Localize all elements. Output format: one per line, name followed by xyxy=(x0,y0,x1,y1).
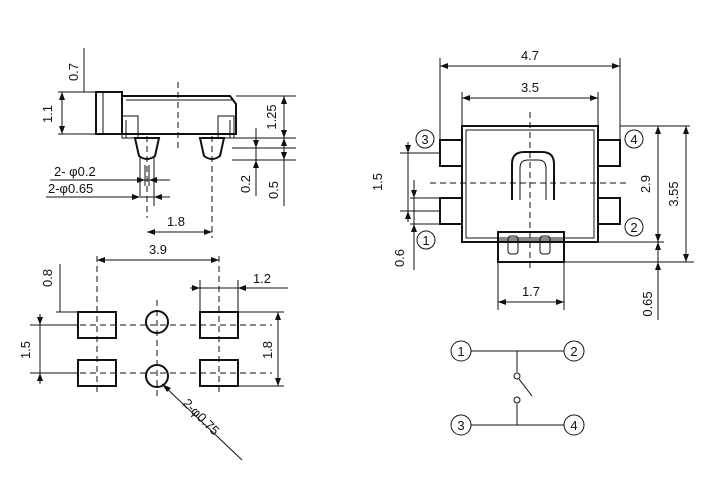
schem-pin-4: 4 xyxy=(570,418,577,433)
post-right xyxy=(198,137,226,160)
side-view: 0.7 1.1 1.25 0.2 0.5 2- φ0.2 xyxy=(40,48,296,238)
label-circle-2 xyxy=(624,217,644,237)
dim-post-dia: 2-φ0.65 xyxy=(48,181,93,196)
dim-body-width: 3.5 xyxy=(521,80,539,95)
dim-actuator-width: 1.7 xyxy=(522,284,540,299)
dim-post-len: 0.5 xyxy=(266,181,281,199)
dim-pad-pitch: 1.5 xyxy=(18,341,33,359)
switch-lever xyxy=(518,378,533,397)
pin-label-3: 3 xyxy=(421,132,428,147)
pin-3 xyxy=(439,139,463,167)
pin-4 xyxy=(597,139,621,167)
dim-pin-width: 0.6 xyxy=(392,249,407,267)
label-circle-3 xyxy=(415,129,435,149)
actuator-bottom xyxy=(497,231,565,263)
dim-pin-dia: 2- φ0.2 xyxy=(54,164,96,179)
pin-1 xyxy=(439,197,463,225)
label-circle-4 xyxy=(624,129,644,149)
switch-body-outline xyxy=(121,95,237,135)
schem-pin-2: 2 xyxy=(570,344,577,359)
pin-2 xyxy=(597,197,621,225)
actuator-u xyxy=(511,151,555,200)
top-view: 4.7 3.5 3 4 1 2 1.5 0.6 xyxy=(370,48,694,320)
dim-hole: 2-φ0.75 xyxy=(180,396,223,439)
schem-pin-3: 3 xyxy=(457,418,464,433)
dim-top: 0.7 xyxy=(66,63,81,81)
label-circle-1 xyxy=(416,230,436,250)
dim-pad-height: 1.8 xyxy=(260,341,275,359)
schem-pin-1: 1 xyxy=(457,344,464,359)
dim-pad-right-w: 1.2 xyxy=(253,271,271,286)
switch-contact-bottom xyxy=(513,396,521,404)
dim-total-height: 3.55 xyxy=(666,181,681,206)
dim-pin-pitch: 1.5 xyxy=(370,173,385,191)
dim-pad-span: 3.9 xyxy=(149,242,167,257)
switch-contact-top xyxy=(513,372,521,380)
dim-actuator-extend: 0.65 xyxy=(640,291,655,316)
actuator-cap xyxy=(95,91,123,135)
dim-gap: 0.2 xyxy=(238,175,253,193)
dim-cap-height: 1.1 xyxy=(40,105,55,123)
schematic: 1 2 3 4 xyxy=(450,340,585,436)
pin-label-4: 4 xyxy=(630,132,637,147)
dim-width: 4.7 xyxy=(521,48,539,63)
post-left xyxy=(133,137,161,160)
dim-body-height: 2.9 xyxy=(638,175,653,193)
dim-pad-left-w: 0.8 xyxy=(40,269,55,287)
pin-label-2: 2 xyxy=(630,220,637,235)
pin-label-1: 1 xyxy=(422,233,429,248)
dim-total-height: 1.25 xyxy=(264,104,279,129)
dim-post-pitch: 1.8 xyxy=(167,214,185,229)
pcb-layout: 3.9 0.8 1.2 1.5 1.8 2-φ0.75 xyxy=(18,242,288,461)
